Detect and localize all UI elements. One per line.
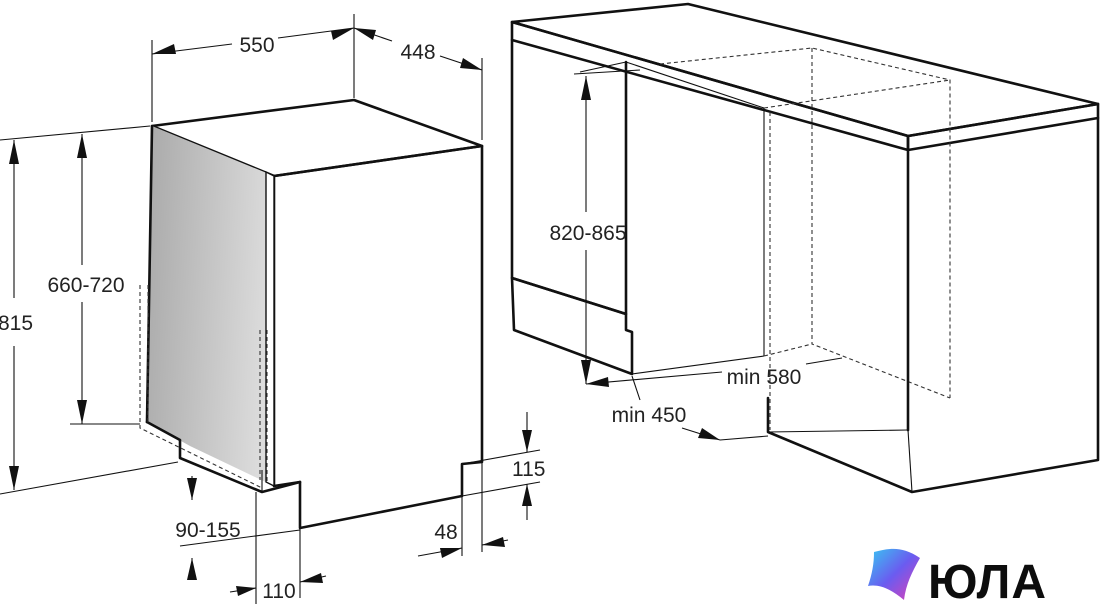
right-cabinet-plinth-edge — [907, 429, 913, 493]
arrowhead — [440, 548, 462, 558]
dishwasher-drawing: 550 448 815 660-720 115 — [0, 14, 545, 604]
arrowhead — [236, 586, 256, 596]
arrowhead — [581, 76, 591, 100]
dim-door-height-label: 660-720 — [47, 274, 124, 297]
ext-line — [0, 461, 179, 495]
arrowhead — [460, 58, 482, 70]
dim-niche-depth-label: min 580 — [727, 366, 802, 389]
niche-floor-front — [631, 355, 765, 375]
arrowhead — [586, 377, 609, 387]
logo-text: ЮЛА — [928, 556, 1047, 608]
arrowhead — [354, 28, 376, 40]
dim-foot-offset-label: 110 — [262, 580, 295, 603]
dim-niche-width-label: min 450 — [612, 404, 687, 427]
arrowhead — [698, 428, 720, 440]
dashed-door-travel-left — [139, 285, 263, 489]
countertop-side-edge — [906, 102, 1100, 152]
countertop-top — [510, 2, 1100, 138]
right-cabinet-floor-edge — [767, 429, 909, 433]
arrowhead — [581, 360, 591, 384]
yula-logo: ЮЛА — [868, 548, 1047, 609]
ext-line — [179, 529, 301, 547]
ext-line — [573, 69, 641, 75]
ext-line — [631, 375, 641, 401]
ext-line — [719, 435, 769, 441]
arrowhead — [300, 573, 323, 583]
niche-dashed-top — [763, 79, 951, 109]
dim-foot-adjust-label: 90-155 — [175, 519, 240, 542]
arrowhead — [522, 430, 532, 452]
cabinet-top-edge — [579, 61, 627, 73]
dim-niche-height-label: 820-865 — [549, 222, 626, 245]
niche-drawing: 820-865 min 580 min 450 — [510, 2, 1100, 494]
left-cabinet-plinth — [510, 276, 634, 376]
dim-height-label: 815 — [0, 312, 33, 335]
dim-line — [585, 371, 723, 385]
dim-plinth-height-label: 115 — [512, 458, 545, 481]
left-cabinet-outline — [510, 38, 628, 316]
arrowhead — [522, 484, 532, 506]
logo-mark-icon — [868, 548, 920, 600]
right-cabinet-outline — [766, 116, 1100, 494]
ext-line — [461, 449, 541, 465]
niche-dashed-back-edge — [811, 48, 951, 399]
ext-line — [0, 125, 151, 141]
arrowhead — [77, 400, 87, 424]
arrowhead — [152, 44, 176, 54]
dishwasher-door-panel — [147, 126, 274, 486]
dim-width-label: 550 — [239, 34, 274, 57]
niche-side-left — [625, 61, 765, 356]
arrowhead — [187, 558, 197, 580]
arrowhead — [9, 466, 19, 490]
countertop-front-edge — [510, 20, 910, 152]
dim-line — [805, 357, 843, 365]
arrowhead — [9, 140, 19, 164]
arrowhead — [331, 28, 354, 40]
arrowhead — [187, 478, 197, 500]
dim-depth-label: 448 — [400, 41, 435, 64]
plinth-front-edge — [145, 420, 302, 494]
door-edge-strip — [265, 170, 275, 488]
arrowhead — [482, 537, 505, 547]
dim-setback-label: 48 — [434, 521, 457, 544]
niche-dashed-floor — [763, 343, 813, 357]
dishwasher-side-face — [272, 144, 484, 530]
arrowhead — [77, 134, 87, 158]
